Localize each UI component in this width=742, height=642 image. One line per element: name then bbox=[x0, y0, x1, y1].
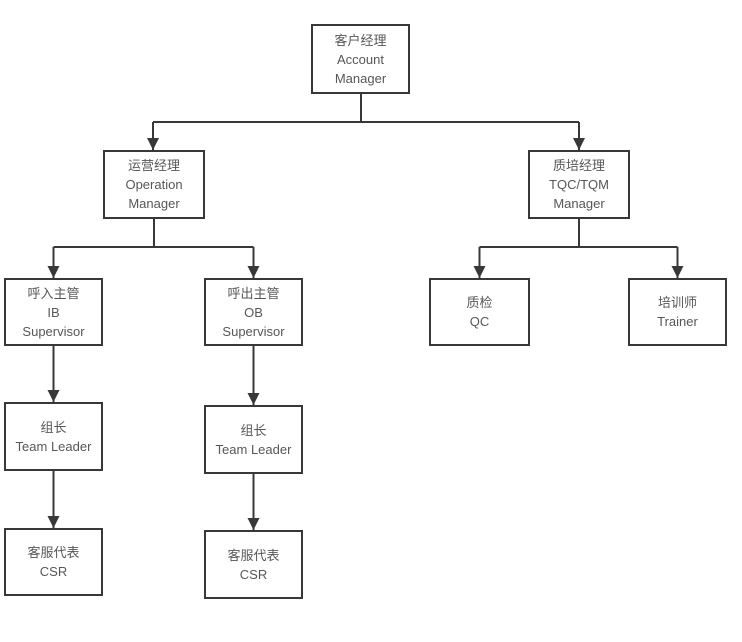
node-label-zh: 质检 bbox=[466, 295, 493, 310]
node-label-zh: 客服代表 bbox=[227, 547, 280, 563]
org-node-team-leader-ob: 组长 Team Leader bbox=[204, 405, 303, 474]
node-label-en: IB bbox=[47, 304, 60, 320]
org-node-account-manager: 客户经理 Account Manager bbox=[311, 24, 410, 94]
org-node-team-leader-ib: 组长 Team Leader bbox=[4, 402, 103, 471]
org-node-csr-ib: 客服代表 CSR bbox=[4, 528, 103, 596]
node-label-en: Supervisor bbox=[222, 323, 285, 339]
node-label-en: Team Leader bbox=[15, 438, 92, 454]
node-label-en: Team Leader bbox=[215, 441, 292, 457]
org-node-ob-supervisor: 呼出主管 OB Supervisor bbox=[204, 278, 303, 346]
node-label-en: Trainer bbox=[657, 314, 698, 329]
node-label-zh: 组长 bbox=[240, 422, 267, 438]
node-label-en: Account bbox=[337, 51, 384, 67]
node-label-en: Operation bbox=[125, 177, 183, 192]
node-label-zh: 客户经理 bbox=[334, 32, 387, 48]
org-node-csr-ob: 客服代表 CSR bbox=[204, 530, 303, 599]
node-label-zh: 质培经理 bbox=[552, 158, 605, 173]
node-label-zh: 客服代表 bbox=[27, 545, 80, 560]
node-label-en: TQC/TQM bbox=[549, 177, 609, 192]
node-label-zh: 呼入主管 bbox=[27, 285, 80, 301]
org-node-trainer: 培训师 Trainer bbox=[628, 278, 727, 346]
node-label-en: Supervisor bbox=[22, 323, 85, 339]
node-label-en: CSR bbox=[239, 566, 268, 582]
org-node-qc: 质检 QC bbox=[429, 278, 530, 346]
node-label-en: QC bbox=[469, 314, 490, 329]
node-label-en: CSR bbox=[39, 564, 68, 579]
node-label-en: OB bbox=[244, 304, 263, 320]
org-node-ib-supervisor: 呼入主管 IB Supervisor bbox=[4, 278, 103, 346]
node-label-en: Manager bbox=[128, 196, 180, 211]
org-node-tqc-tqm-manager: 质培经理 TQC/TQM Manager bbox=[528, 150, 630, 219]
node-label-zh: 培训师 bbox=[657, 295, 697, 310]
node-label-en: Manager bbox=[334, 70, 387, 86]
node-label-zh: 运营经理 bbox=[127, 158, 180, 173]
node-label-zh: 呼出主管 bbox=[227, 285, 280, 301]
node-label-en: Manager bbox=[553, 196, 605, 211]
org-node-operation-manager: 运营经理 Operation Manager bbox=[103, 150, 205, 219]
node-label-zh: 组长 bbox=[40, 419, 67, 435]
